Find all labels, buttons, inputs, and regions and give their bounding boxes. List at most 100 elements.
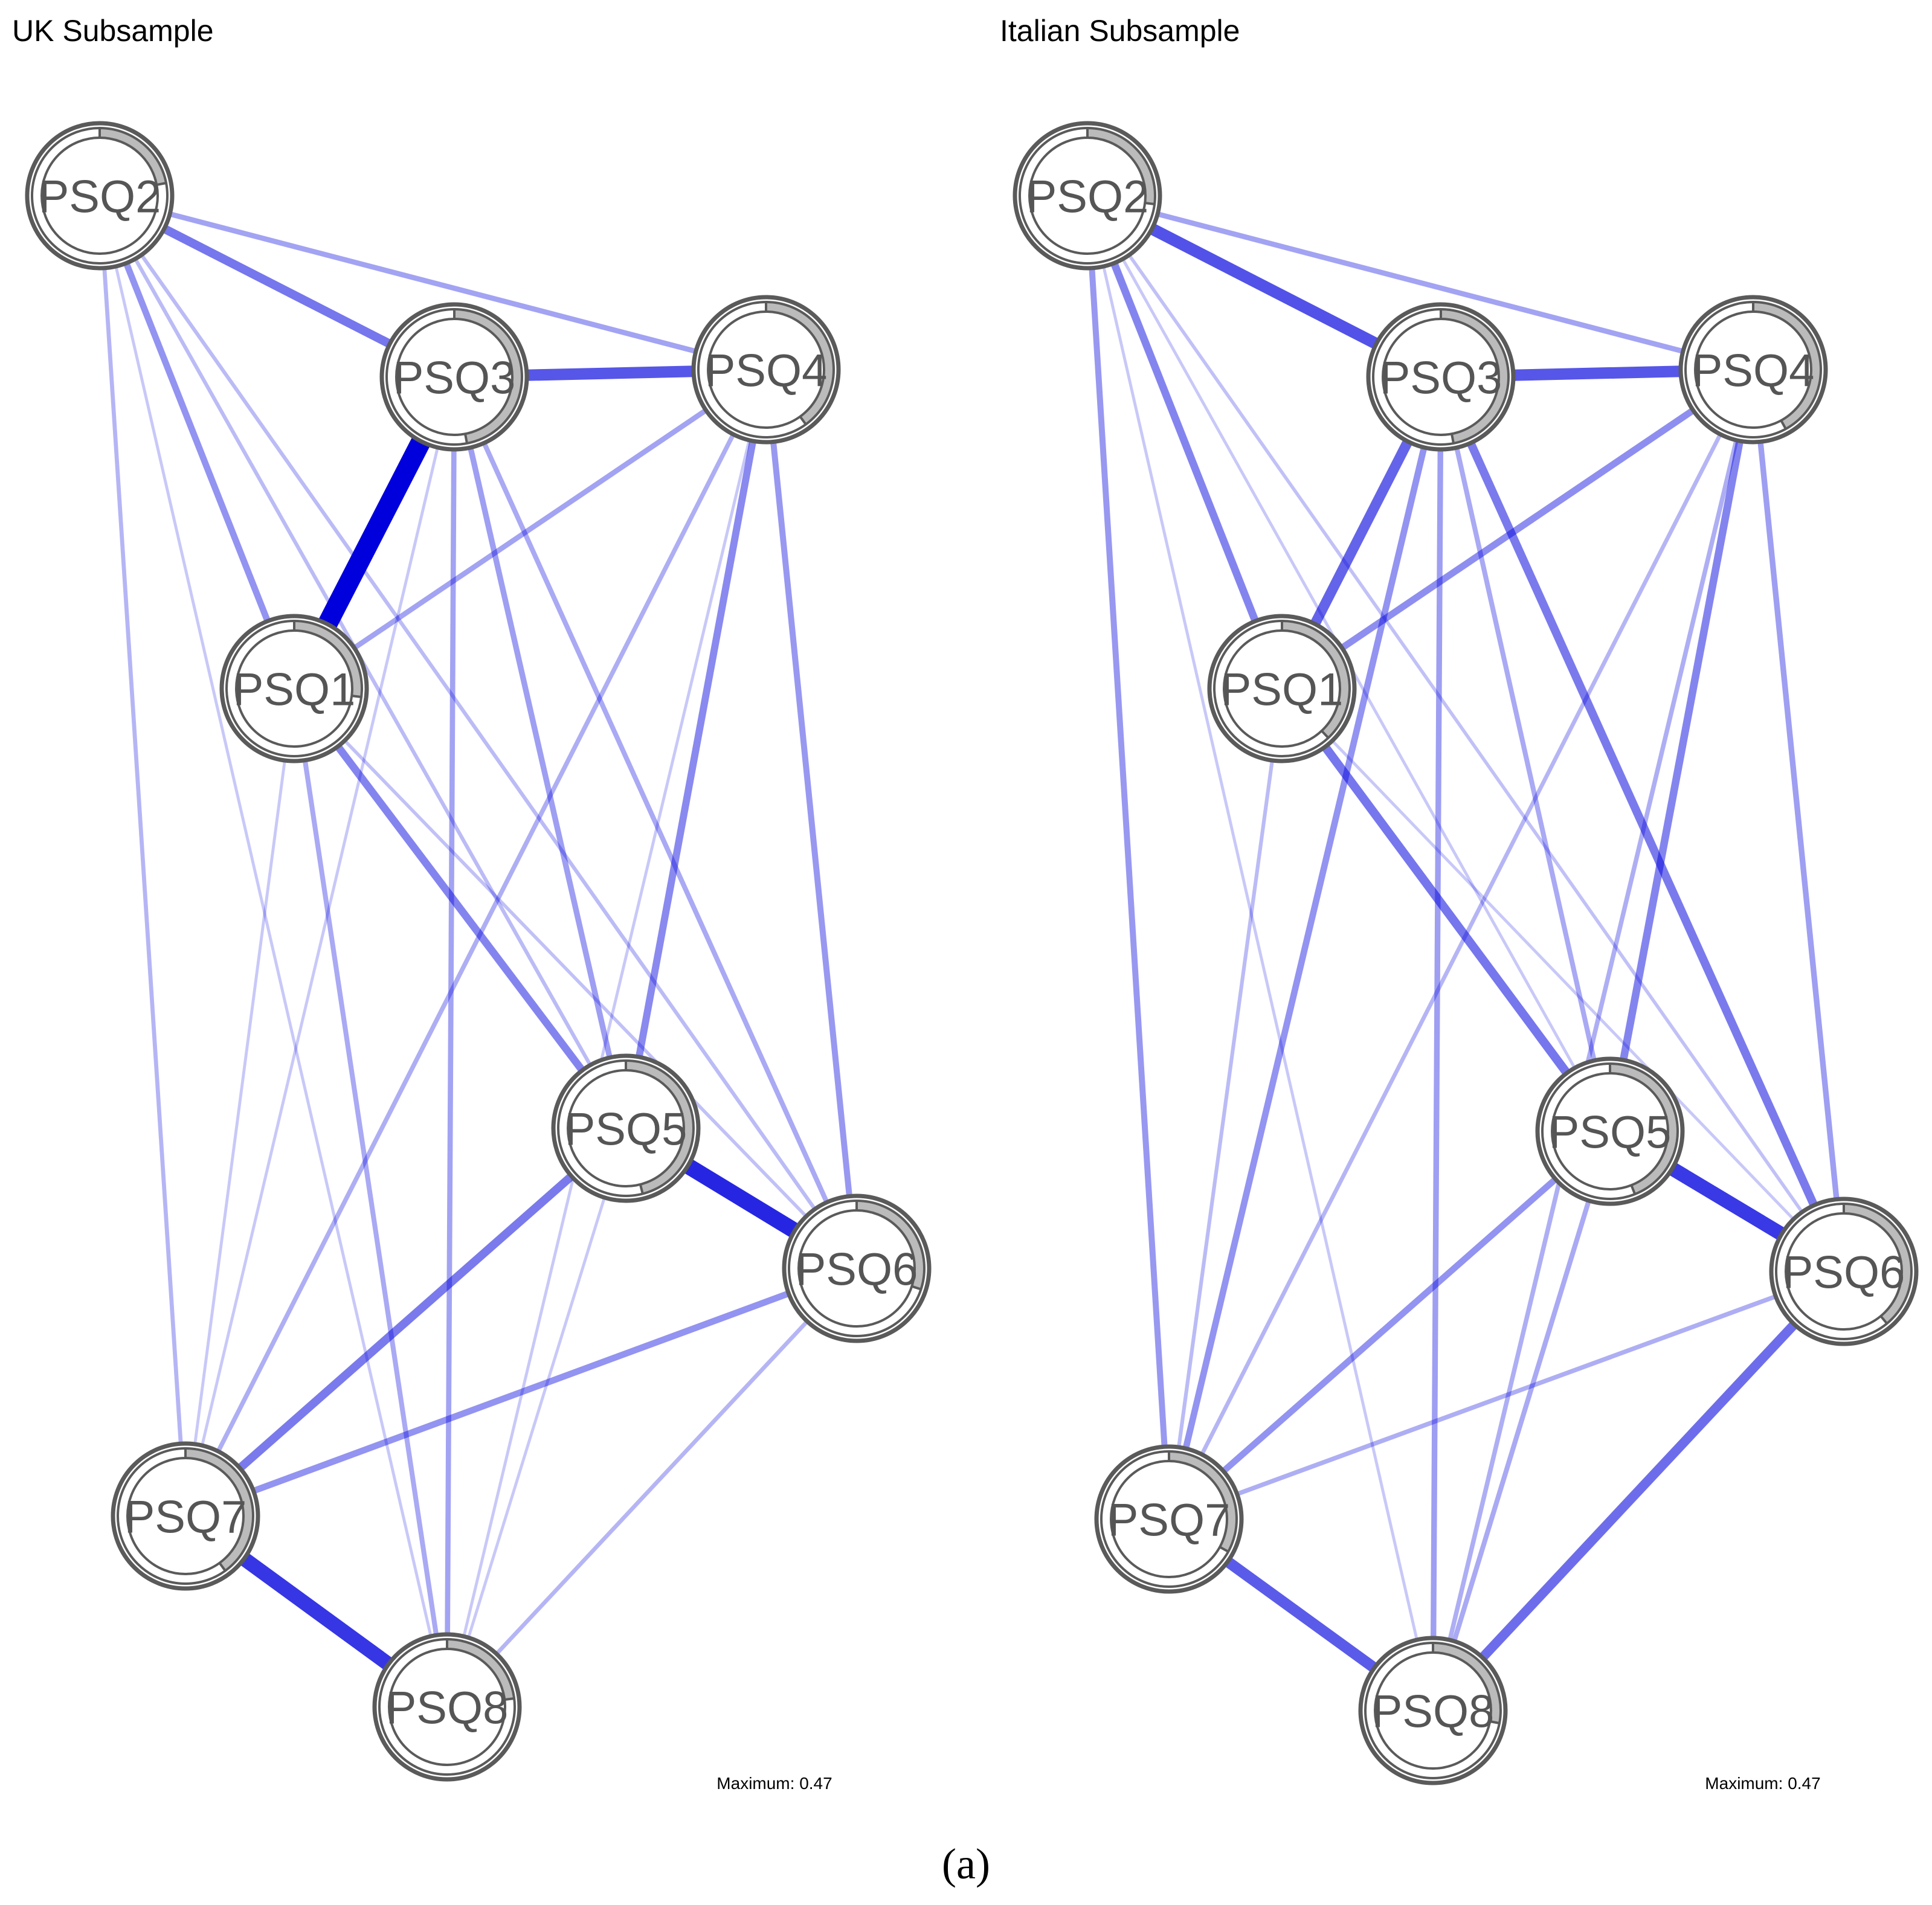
uk-edge-psq3-psq7	[184, 376, 456, 1517]
node-label: PSQ4	[705, 345, 828, 397]
italian-edge-psq3-psq8	[1430, 376, 1444, 1711]
pie-arc	[1281, 621, 1350, 738]
italian-edge-psq6-psq7	[1168, 1269, 1845, 1521]
uk-node-psq5: PSQ5	[551, 1053, 701, 1203]
uk-edge-psq4-psq8	[445, 369, 768, 1707]
italian-node-psq3: PSQ3	[1366, 302, 1516, 452]
pie-arc	[765, 302, 834, 425]
italian-edge-psq3-psq5	[1438, 376, 1612, 1132]
uk-node-psq1: PSQ1	[219, 614, 369, 763]
italian-edge-psq1-psq4	[1280, 367, 1756, 692]
italian-edge-psq6-psq8	[1429, 1268, 1847, 1714]
italian-edge-psq2-psq4	[1086, 193, 1754, 373]
pie-arc	[1432, 1643, 1501, 1723]
node-label: PSQ3	[393, 353, 516, 404]
italian-node-psq2: PSQ2	[1013, 121, 1162, 271]
uk-edge-psq3-psq5	[451, 376, 629, 1129]
pie-arc	[99, 128, 167, 185]
pie-arc	[294, 621, 362, 698]
italian-edge-psq4-psq7	[1167, 368, 1756, 1520]
italian-edge-psq3-psq7	[1165, 376, 1444, 1520]
node-label: PSQ7	[1108, 1495, 1231, 1546]
italian-edge-psq2-psq6	[1086, 194, 1846, 1273]
italian-node-psq8: PSQ8	[1358, 1636, 1508, 1785]
uk-edge-psq4-psq6	[763, 369, 860, 1269]
italian-edge-psq1-psq7	[1167, 688, 1284, 1520]
uk-edge-psq2-psq8	[98, 195, 449, 1707]
italian-edge-psq1-psq6	[1281, 687, 1845, 1273]
uk-edge-psq5-psq8	[445, 1128, 628, 1707]
italian-edge-psq1-psq5	[1278, 686, 1614, 1134]
pie-arc	[1087, 128, 1155, 205]
uk-edge-psq1-psq6	[292, 687, 858, 1270]
node-label: PSQ6	[796, 1244, 918, 1296]
pie-arc	[1609, 1064, 1678, 1195]
pie-arc	[856, 1201, 924, 1290]
uk-edge-psq1-psq4	[292, 367, 768, 691]
italian-edge-psq4-psq5	[1606, 368, 1757, 1132]
uk-edge-psq5-psq7	[182, 1125, 629, 1520]
uk-edge-psq1-psq5	[291, 686, 630, 1131]
uk-edge-psq1-psq7	[184, 688, 296, 1517]
uk-edge-psq3-psq6	[452, 376, 859, 1270]
uk-edge-psq2-psq4	[98, 193, 767, 373]
uk-node-psq7: PSQ7	[111, 1441, 260, 1591]
italian-edge-psq1-psq2	[1084, 194, 1286, 690]
node-label: PSQ6	[1783, 1247, 1905, 1299]
uk-edge-psq1-psq2	[97, 194, 297, 690]
pie-arc	[1168, 1451, 1237, 1552]
pie-arc	[625, 1061, 694, 1194]
pie-arc	[454, 309, 522, 444]
uk-edge-psq4-psq7	[183, 368, 768, 1517]
italian-node-psq6: PSQ6	[1769, 1197, 1919, 1346]
uk-edge-psq2-psq6	[98, 194, 858, 1270]
italian-panel-title: Italian Subsample	[1000, 14, 1240, 48]
uk-edge-psq2-psq7	[97, 195, 188, 1517]
uk-panel-title: UK Subsample	[12, 14, 214, 48]
node-label: PSQ4	[1692, 345, 1815, 397]
node-label: PSQ8	[1372, 1686, 1495, 1738]
pie-arc	[1753, 302, 1821, 429]
italian-node-psq1: PSQ1	[1207, 614, 1357, 763]
italian-maximum-label: Maximum: 0.47	[1705, 1774, 1820, 1793]
uk-node-psq6: PSQ6	[782, 1193, 932, 1343]
italian-edge-psq4-psq8	[1431, 369, 1756, 1711]
italian-node-psq4: PSQ4	[1678, 295, 1828, 445]
italian-edge-psq2-psq8	[1086, 195, 1435, 1711]
uk-edge-psq4-psq5	[622, 368, 770, 1129]
pie-arc	[185, 1448, 253, 1571]
italian-edge-psq4-psq6	[1750, 369, 1847, 1272]
node-label: PSQ3	[1380, 353, 1502, 404]
node-label: PSQ8	[386, 1683, 509, 1734]
italian-edge-psq5-psq8	[1431, 1130, 1612, 1712]
italian-edge-psq3-psq6	[1437, 375, 1848, 1273]
node-label: PSQ5	[1549, 1107, 1672, 1158]
node-label: PSQ1	[233, 664, 356, 716]
node-label: PSQ7	[124, 1492, 247, 1543]
italian-node-psq5: PSQ5	[1535, 1056, 1685, 1206]
uk-node-psq8: PSQ8	[372, 1632, 522, 1782]
uk-edges	[97, 191, 861, 1713]
pie-arc	[446, 1639, 515, 1700]
uk-edge-psq6-psq8	[445, 1267, 858, 1709]
figure-caption: (a)	[942, 1840, 990, 1888]
node-label: PSQ5	[565, 1104, 687, 1155]
pie-arc	[1440, 309, 1509, 444]
uk-edge-psq1-psq8	[291, 688, 450, 1707]
pie-arc	[1843, 1204, 1911, 1324]
italian-node-psq7: PSQ7	[1094, 1444, 1244, 1594]
uk-edge-psq6-psq7	[184, 1265, 858, 1520]
uk-edge-psq3-psq8	[444, 376, 457, 1707]
uk-node-psq3: PSQ3	[379, 302, 529, 452]
italian-edge-psq2-psq7	[1084, 195, 1172, 1520]
uk-node-psq4: PSQ4	[691, 295, 841, 445]
node-label: PSQ2	[1026, 172, 1149, 223]
italian-edge-psq5-psq7	[1167, 1128, 1612, 1522]
uk-maximum-label: Maximum: 0.47	[716, 1774, 832, 1793]
node-label: PSQ2	[39, 172, 161, 223]
